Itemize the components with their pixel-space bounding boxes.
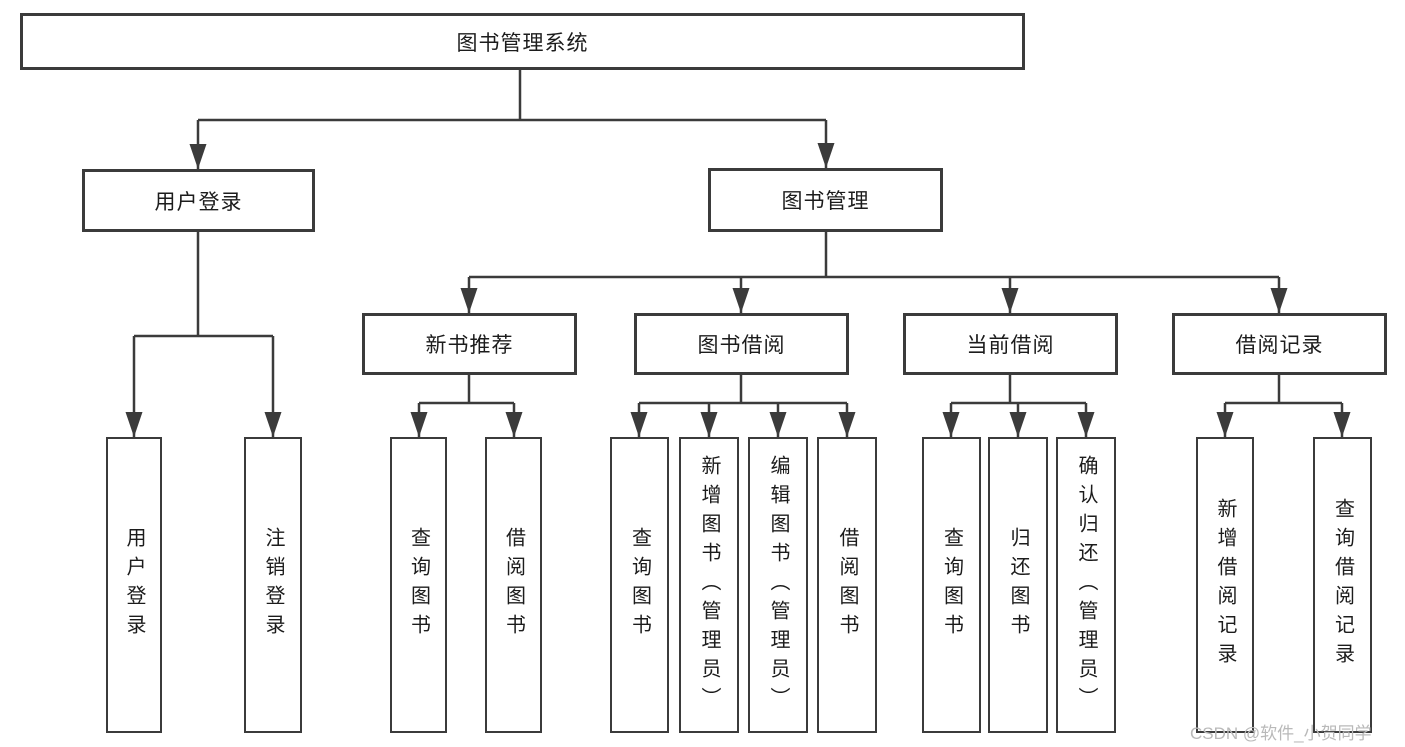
leaf-confirm-return-admin-label: 确认归还（管理员）	[1075, 454, 1097, 716]
leaf-borrow-books-recommend-label: 借阅图书	[502, 527, 525, 643]
leaf-edit-books-admin-label: 编辑图书（管理员）	[767, 454, 789, 716]
leaf-query-books-current: 查询图书	[922, 437, 981, 733]
leaf-borrow-books-recommend: 借阅图书	[485, 437, 542, 733]
leaf-query-books-recommend-label: 查询图书	[407, 527, 430, 643]
leaf-query-books-current-label: 查询图书	[940, 527, 963, 643]
node-borrowing-records: 借阅记录	[1172, 313, 1387, 375]
leaf-query-books-recommend: 查询图书	[390, 437, 447, 733]
node-current-borrowing: 当前借阅	[903, 313, 1118, 375]
node-book-management: 图书管理	[708, 168, 943, 232]
leaf-return-books-label: 归还图书	[1007, 527, 1029, 643]
node-user-login-label: 用户登录	[154, 190, 243, 214]
leaf-logout-login: 注销登录	[244, 437, 302, 733]
node-library-system: 图书管理系统	[20, 13, 1025, 70]
node-current-borrowing-label: 当前借阅	[966, 334, 1055, 357]
leaf-borrow-books-borrowing: 借阅图书	[817, 437, 877, 733]
leaf-add-borrow-record-label: 新增借阅记录	[1214, 498, 1236, 672]
node-book-management-label: 图书管理	[781, 190, 870, 213]
leaf-edit-books-admin: 编辑图书（管理员）	[748, 437, 808, 733]
node-library-system-label: 图书管理系统	[456, 31, 589, 55]
node-user-login: 用户登录	[82, 169, 315, 232]
leaf-add-borrow-record: 新增借阅记录	[1196, 437, 1254, 733]
leaf-user-login-label: 用户登录	[123, 527, 145, 643]
leaf-borrow-books-borrowing-label: 借阅图书	[836, 527, 858, 643]
leaf-user-login: 用户登录	[106, 437, 162, 733]
node-book-borrowing: 图书借阅	[634, 313, 849, 375]
connector-trunk-lines	[134, 70, 1342, 405]
node-new-book-recommendation: 新书推荐	[362, 313, 577, 375]
leaf-query-books-borrowing: 查询图书	[610, 437, 669, 733]
leaf-query-books-borrowing-label: 查询图书	[628, 527, 651, 643]
leaf-return-books: 归还图书	[988, 437, 1048, 733]
leaf-query-borrow-record-label: 查询借阅记录	[1331, 498, 1354, 672]
leaf-logout-login-label: 注销登录	[262, 527, 284, 643]
leaf-add-books-admin-label: 新增图书（管理员）	[698, 454, 720, 716]
leaf-confirm-return-admin: 确认归还（管理员）	[1056, 437, 1116, 733]
leaf-add-books-admin: 新增图书（管理员）	[679, 437, 739, 733]
node-new-book-recommendation-label: 新书推荐	[425, 334, 514, 357]
csdn-watermark: CSDN @软件_小贺同学	[1190, 724, 1372, 743]
node-book-borrowing-label: 图书借阅	[697, 334, 786, 357]
leaf-query-borrow-record: 查询借阅记录	[1313, 437, 1372, 733]
node-borrowing-records-label: 借阅记录	[1235, 334, 1324, 357]
